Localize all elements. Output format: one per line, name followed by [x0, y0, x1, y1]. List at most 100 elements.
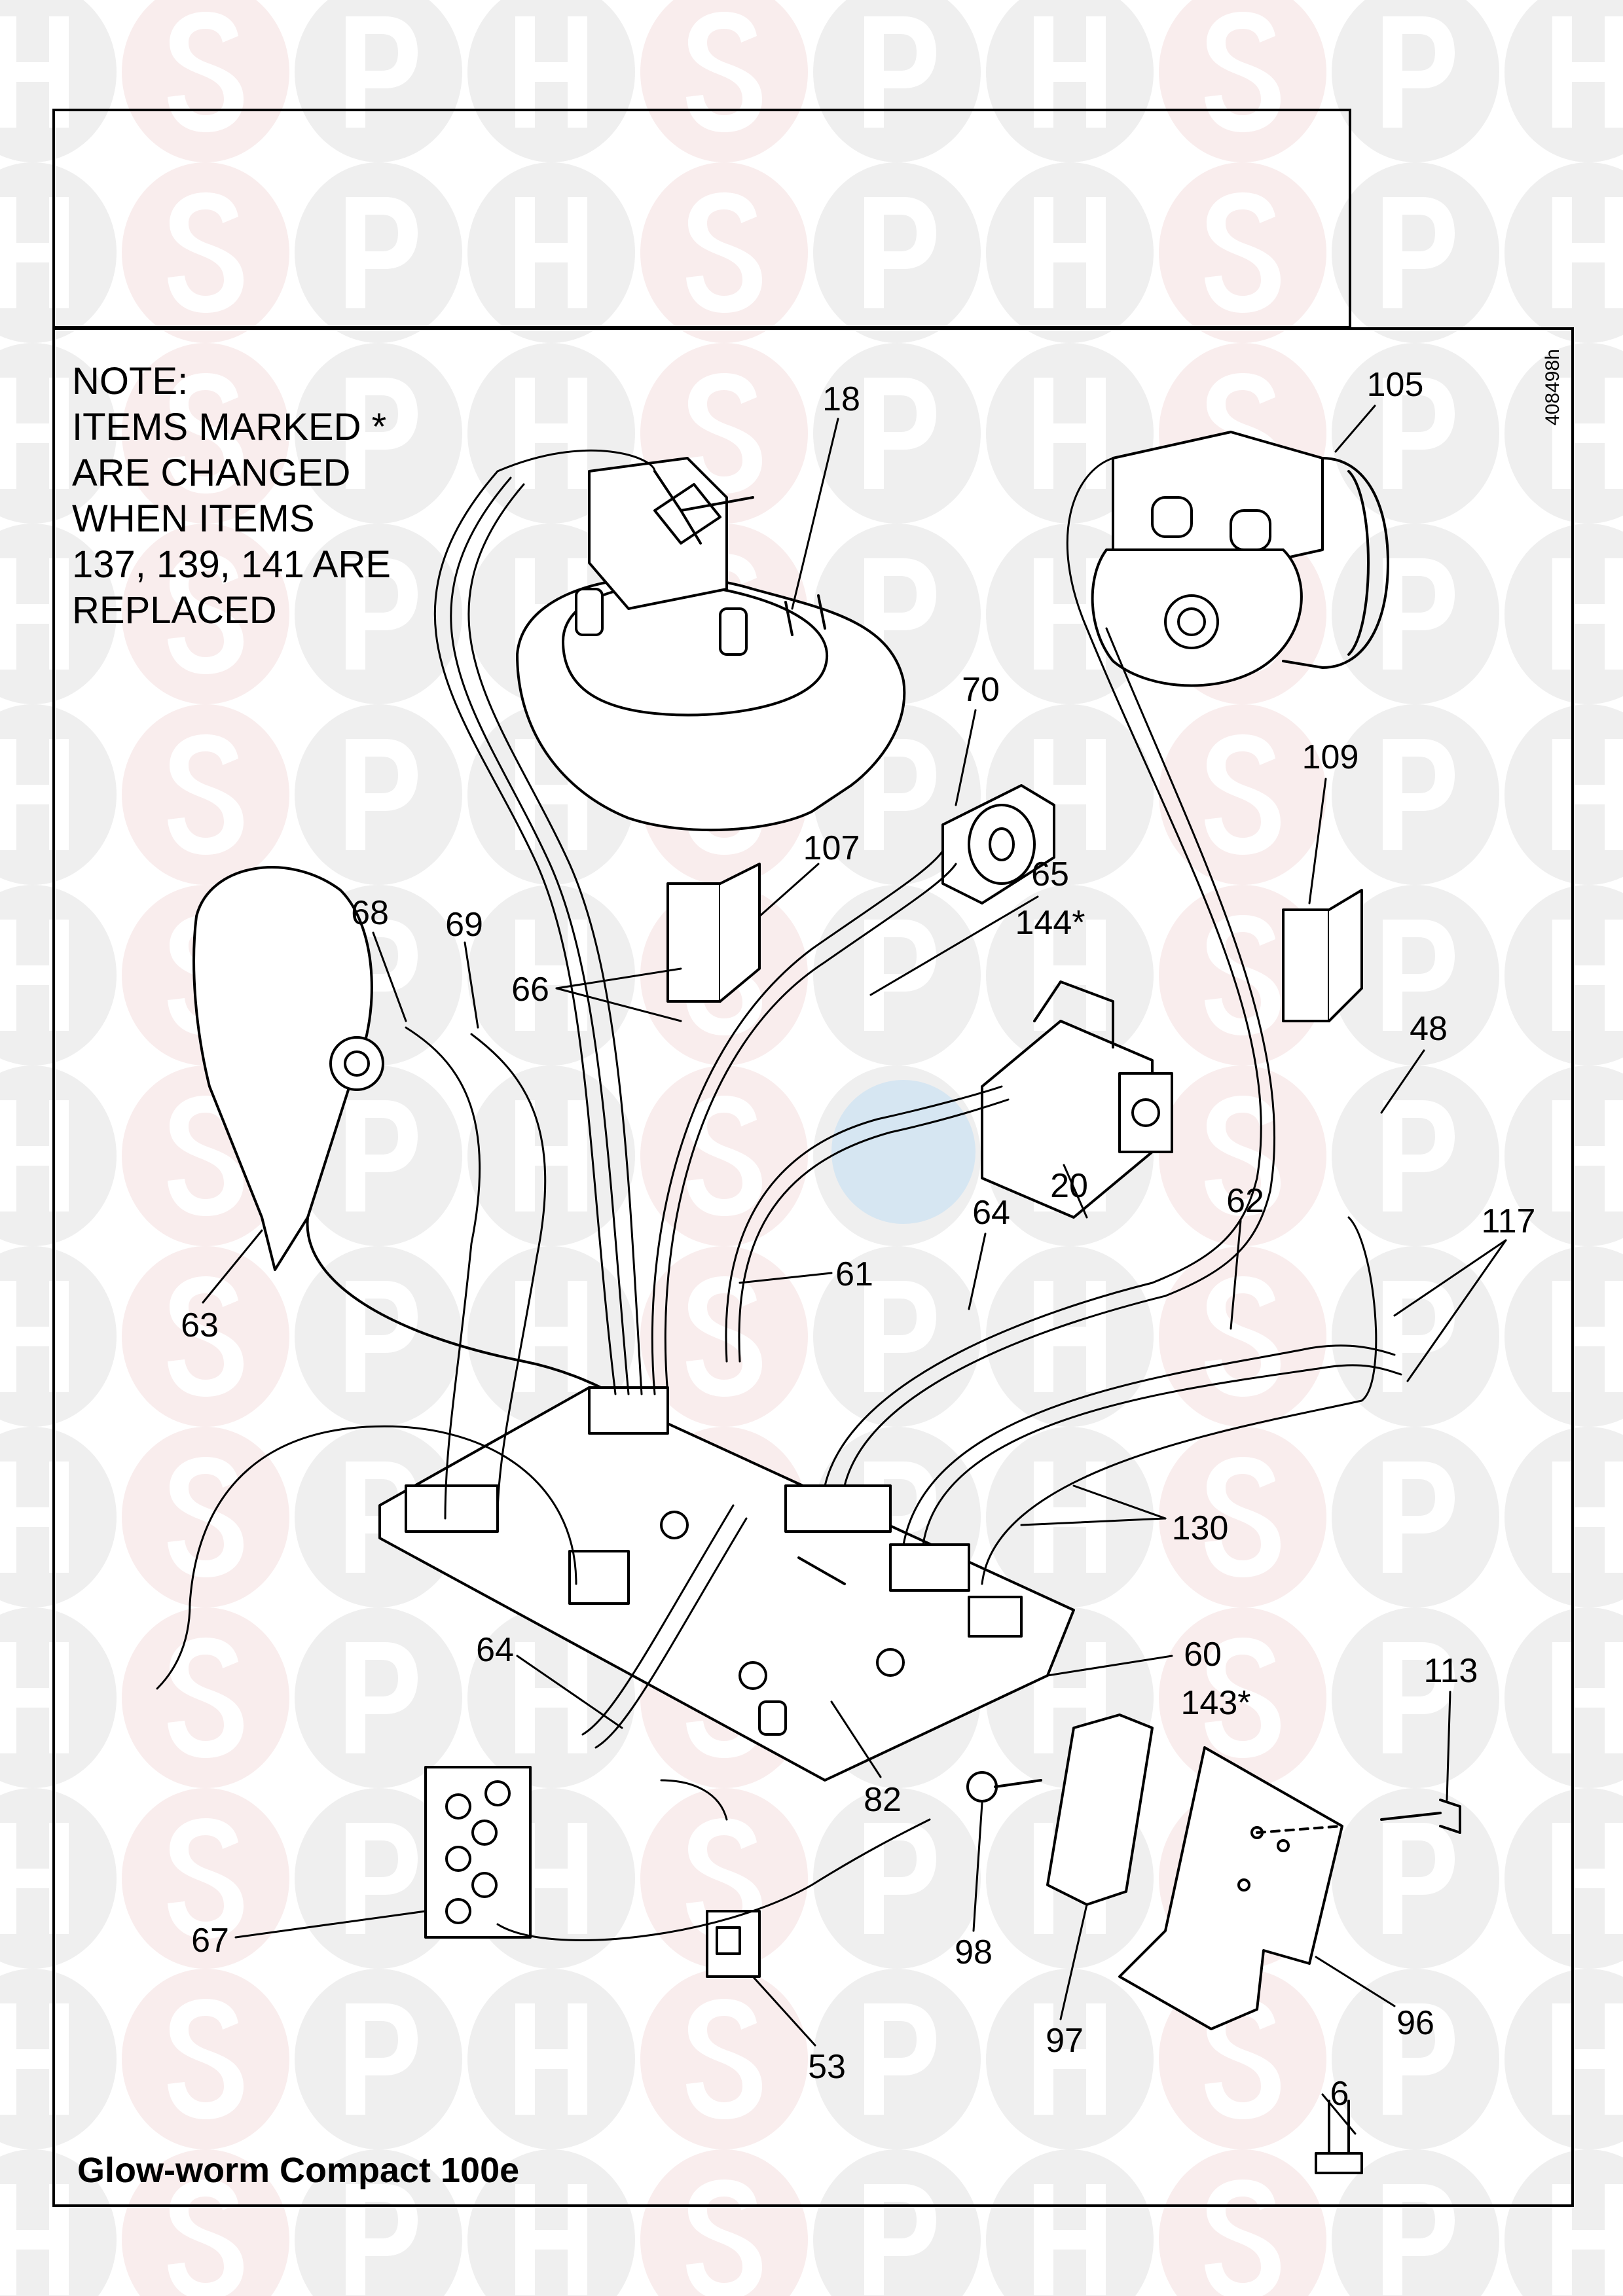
watermark-h-disc: [467, 0, 635, 162]
watermark-letter-s-shape: [168, 1999, 244, 2119]
watermark-p-disc: [1332, 885, 1499, 1066]
watermark-letter-s-shape: [168, 1096, 244, 1216]
callout-96[interactable]: 96: [1396, 2004, 1434, 2042]
callout-63[interactable]: 63: [181, 1306, 219, 1344]
callout-20[interactable]: 20: [1050, 1167, 1088, 1205]
watermark-h-disc: [986, 0, 1154, 162]
watermark-letter-s-shape: [686, 1276, 762, 1397]
relay-107: [666, 882, 721, 1003]
wiring-harness: [156, 449, 1402, 1941]
callout-48[interactable]: 48: [1410, 1010, 1448, 1048]
watermark-h-disc: [1504, 1066, 1623, 1246]
callout-69[interactable]: 69: [445, 906, 483, 944]
callout-98[interactable]: 98: [955, 1933, 993, 1971]
callout-105[interactable]: 105: [1366, 366, 1424, 404]
watermark-s-disc: [640, 0, 808, 162]
watermark-letter-h-shape: [1552, 1823, 1623, 1934]
note-line: ITEMS MARKED *: [72, 406, 387, 448]
watermark-h-disc: [0, 524, 117, 704]
watermark-h-disc: [0, 1607, 117, 1788]
watermark-letter-s-shape: [1205, 734, 1281, 855]
callout-109[interactable]: 109: [1302, 738, 1359, 776]
callout-143[interactable]: 143*: [1180, 1684, 1251, 1722]
watermark-letter-p-shape: [346, 378, 418, 489]
watermark-letter-h-shape: [515, 1642, 587, 1753]
callout-97[interactable]: 97: [1046, 2022, 1084, 2060]
watermark-letter-s-shape: [1205, 1276, 1281, 1397]
callout-6[interactable]: 6: [1330, 2075, 1349, 2113]
watermark-letter-h-shape: [515, 378, 587, 489]
callout-67[interactable]: 67: [191, 1922, 229, 1960]
callout-53[interactable]: 53: [808, 2048, 846, 2086]
callout-144[interactable]: 144*: [1015, 904, 1085, 942]
watermark-letter-p-shape: [1383, 1281, 1455, 1392]
callout-113[interactable]: 113: [1423, 1652, 1478, 1690]
watermark-s-disc: [1159, 1427, 1326, 1607]
watermark-letter-h-shape: [0, 1281, 69, 1392]
watermark-h-disc: [0, 885, 117, 1066]
watermark-h-disc: [1504, 1427, 1623, 1607]
leader-lines: [202, 404, 1507, 2135]
callout-60[interactable]: 60: [1184, 1636, 1222, 1674]
watermark-letter-s-shape: [1205, 1457, 1281, 1577]
callout-18[interactable]: 18: [822, 380, 860, 418]
watermark-letter-h-shape: [1034, 2003, 1106, 2115]
callout-130[interactable]: 130: [1171, 1509, 1229, 1547]
watermark-h-disc: [0, 1788, 117, 1969]
watermark-p-disc: [295, 1969, 462, 2149]
callout-66[interactable]: 66: [511, 971, 549, 1009]
watermark-s-disc: [640, 1969, 808, 2149]
drawing-code: 408498h: [1542, 349, 1563, 425]
watermark-letter-h-shape: [1034, 197, 1106, 308]
watermark-s-disc: [640, 2149, 808, 2296]
watermark-p-disc: [1332, 1969, 1499, 2149]
watermark-letter-s-shape: [1205, 1096, 1281, 1216]
watermark-h-disc: [1504, 1246, 1623, 1427]
watermark-h-disc: [1504, 0, 1623, 162]
watermark-h-disc: [467, 162, 635, 343]
watermark-letter-s-shape: [168, 1276, 244, 1397]
watermark-letter-h-shape: [515, 2184, 587, 2295]
callout-68[interactable]: 68: [351, 894, 389, 932]
watermark-s-disc: [640, 162, 808, 343]
watermark-s-disc: [122, 524, 289, 704]
center-logo-ghost: [831, 1080, 976, 1224]
callout-107[interactable]: 107: [803, 829, 860, 867]
callout-64-lower[interactable]: 64: [476, 1631, 514, 1669]
watermark-p-disc: [1332, 343, 1499, 524]
watermark-letter-h-shape: [1034, 378, 1106, 489]
watermark-letter-s-shape: [1205, 1638, 1281, 1758]
watermark-letter-p-shape: [1383, 739, 1455, 850]
watermark-letter-h-shape: [0, 920, 69, 1031]
callout-62[interactable]: 62: [1226, 1182, 1264, 1220]
watermark-p-disc: [295, 2149, 462, 2296]
watermark-letter-h-shape: [1552, 920, 1623, 1031]
callout-82[interactable]: 82: [864, 1781, 902, 1819]
watermark-p-disc: [813, 343, 981, 524]
note-line: 137, 139, 141 ARE: [72, 543, 391, 586]
callout-70[interactable]: 70: [962, 671, 1000, 709]
watermark-p-disc: [295, 0, 462, 162]
watermark-letter-s-shape: [168, 192, 244, 313]
watermark-letter-h-shape: [1552, 1462, 1623, 1573]
watermark-letter-s-shape: [168, 373, 244, 493]
watermark-letter-s-shape: [168, 734, 244, 855]
callout-65[interactable]: 65: [1031, 855, 1069, 893]
watermark-letter-p-shape: [1383, 378, 1455, 489]
callout-64-upper[interactable]: 64: [972, 1194, 1010, 1232]
watermark-letter-h-shape: [1034, 2184, 1106, 2295]
callout-61[interactable]: 61: [835, 1255, 873, 1293]
watermark-s-disc: [122, 2149, 289, 2296]
callout-117[interactable]: 117: [1481, 1202, 1536, 1240]
watermark-p-disc: [813, 885, 981, 1066]
watermark-letter-h-shape: [0, 1823, 69, 1934]
watermark-s-disc: [1159, 2149, 1326, 2296]
watermark-p-disc: [295, 343, 462, 524]
watermark-s-disc: [1159, 1607, 1326, 1788]
watermark-h-disc: [467, 2149, 635, 2296]
watermark-p-disc: [295, 162, 462, 343]
watermark-letter-h-shape: [515, 1100, 587, 1211]
watermark-letter-p-shape: [346, 2184, 418, 2295]
watermark-letter-p-shape: [346, 558, 418, 670]
watermark-h-disc: [986, 1969, 1154, 2149]
